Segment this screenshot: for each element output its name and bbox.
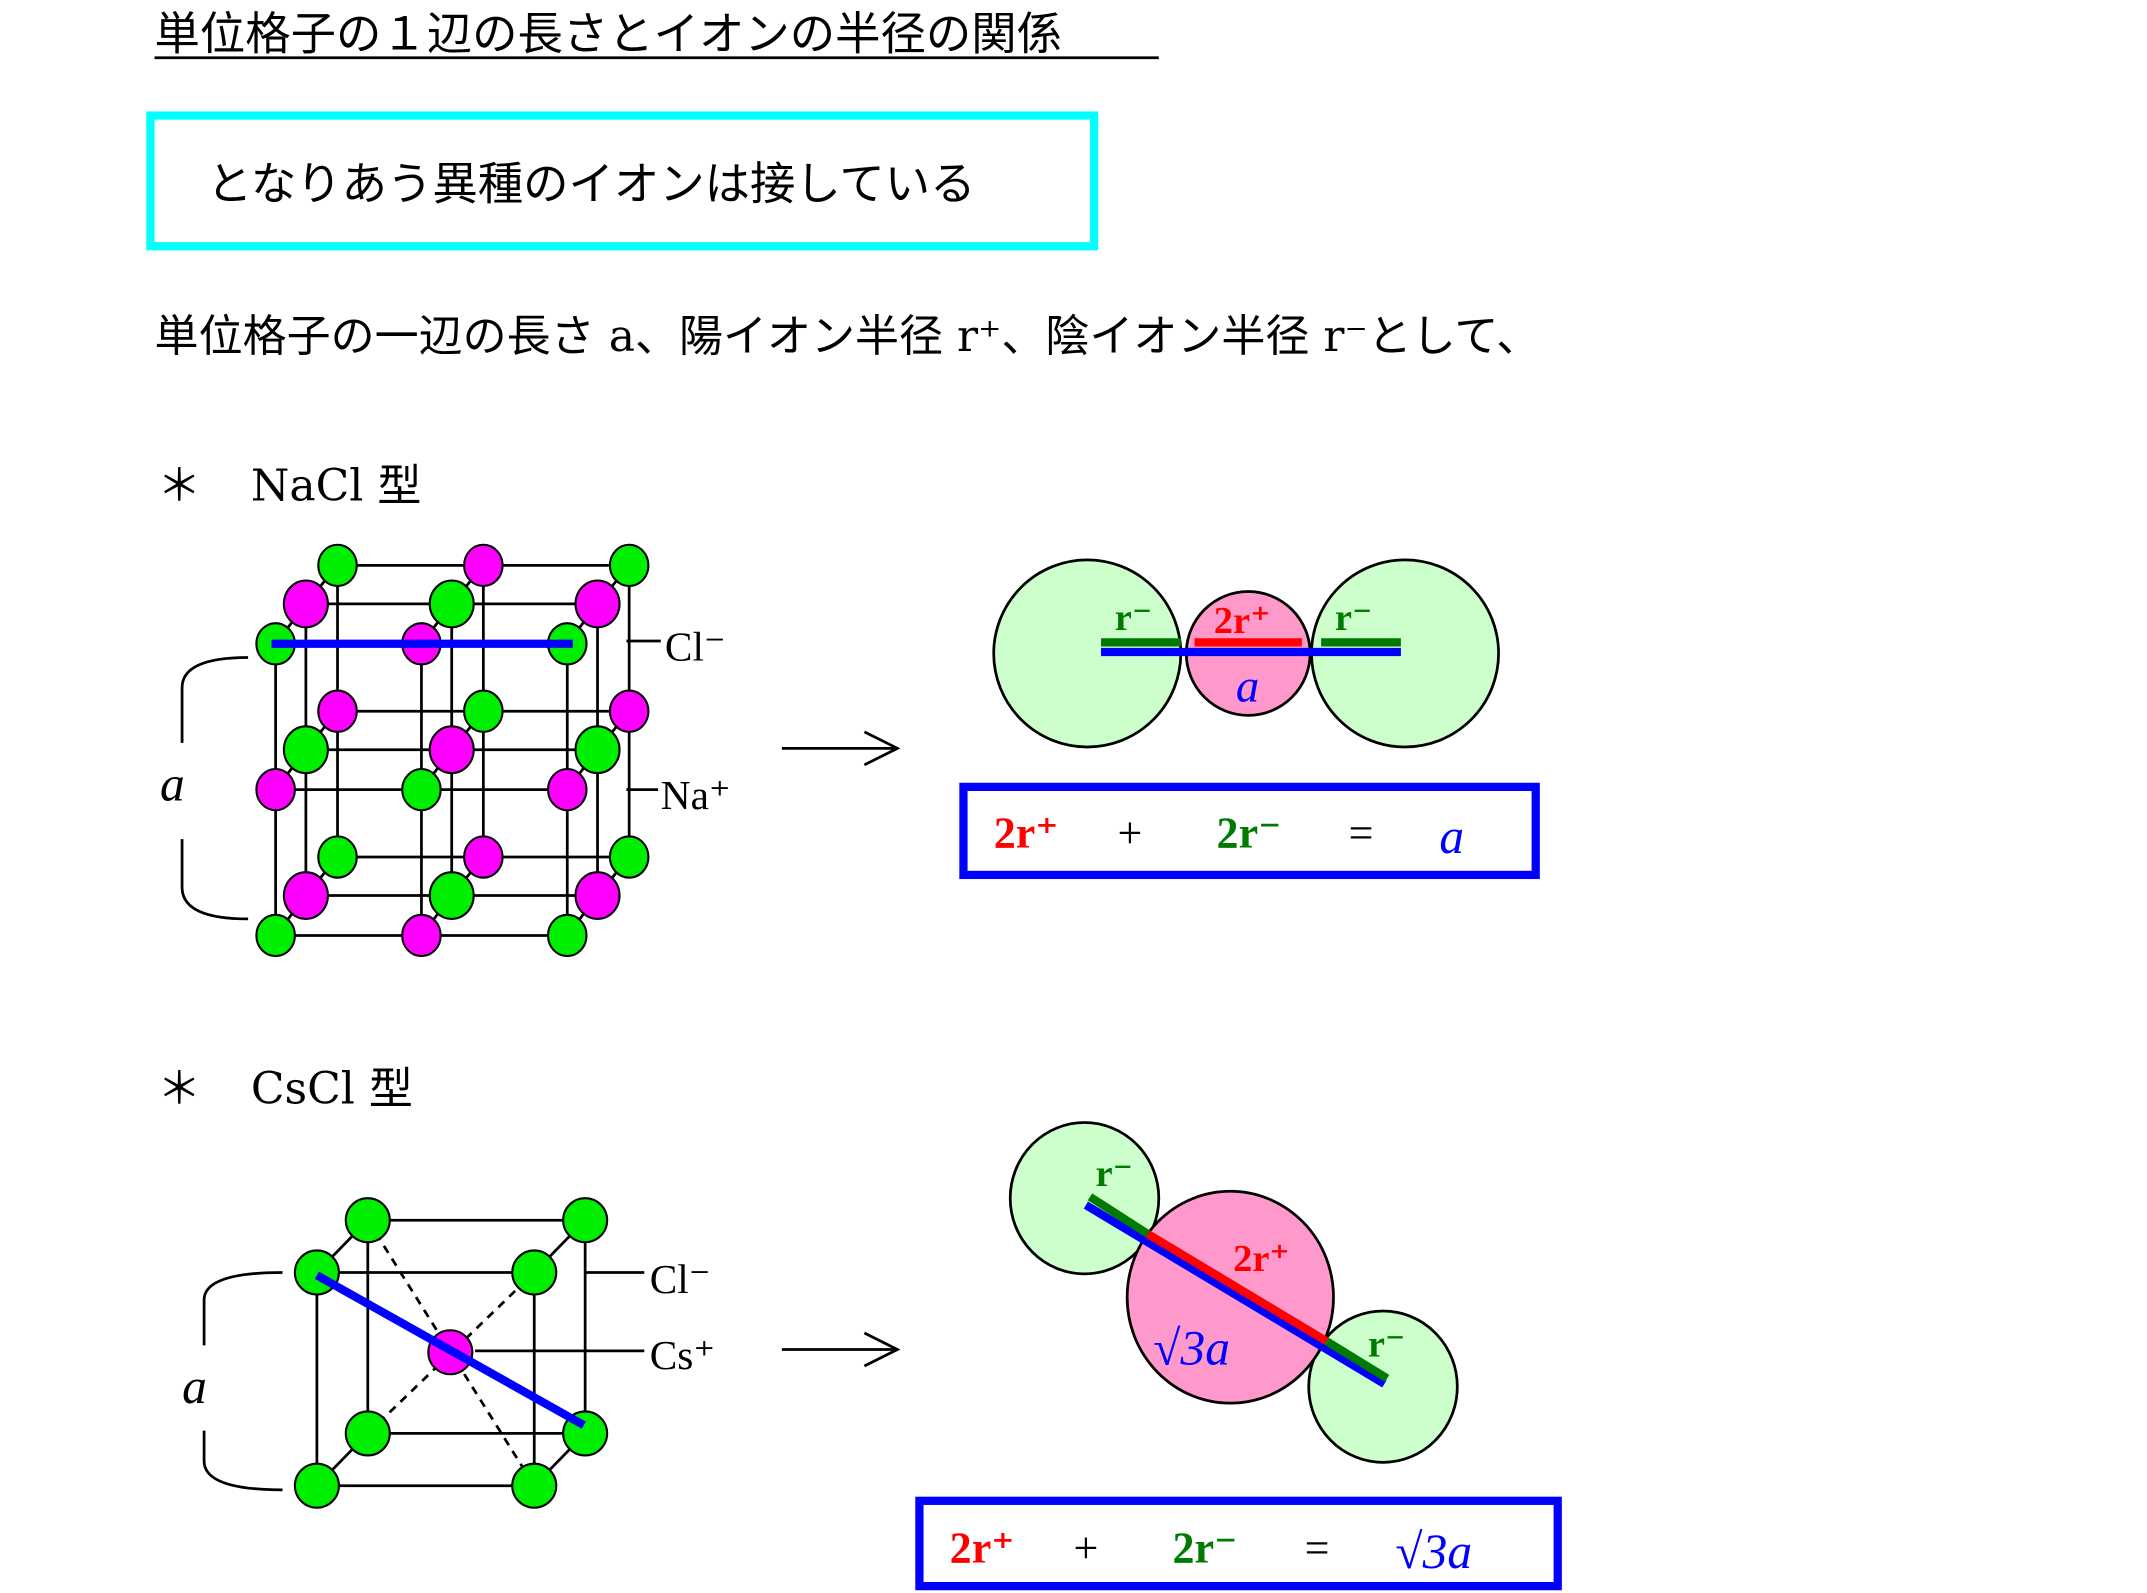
cation-sphere (463, 543, 504, 588)
nacl-ion-contact-diagram: r⁻ 2r⁺ r⁻ a (992, 558, 1500, 749)
eq-term1: 2r⁺ (950, 1524, 1015, 1573)
cation-sphere (282, 871, 329, 920)
cation-circle (1125, 1189, 1335, 1405)
eq-equals: = (1305, 1524, 1330, 1573)
nacl-heading: NaCl 型 (251, 461, 422, 512)
cscl-cation-label: Cs⁺ (650, 1332, 715, 1378)
nacl-arrow-icon (781, 730, 901, 767)
anion-sphere (608, 543, 650, 588)
eq-rhs: √3a (1395, 1524, 1472, 1579)
nacl-label-a: a (160, 757, 185, 812)
r-minus-label: r⁻ (1335, 597, 1372, 639)
cation-sphere (546, 767, 588, 812)
cscl-diagonal-highlight (314, 1271, 586, 1429)
cation-sphere (608, 689, 650, 733)
cation-sphere (282, 579, 329, 629)
key-point-text: となりあう異種のイオンは接している (207, 157, 976, 210)
eq-equals: = (1349, 808, 1374, 857)
length-sqrt3a-label: √3a (1153, 1321, 1230, 1376)
anion-sphere (401, 767, 442, 812)
anion-sphere (511, 1249, 558, 1296)
cation-sphere (401, 913, 442, 958)
anion-sphere (344, 1410, 391, 1457)
length-a-label: a (1236, 661, 1259, 713)
r-minus-label: r⁻ (1368, 1323, 1405, 1365)
anion-sphere (562, 1197, 609, 1244)
eq-rhs: a (1439, 809, 1464, 864)
cscl-heading: CsCl 型 (251, 1063, 413, 1114)
page-title: 単位格子の１辺の長さとイオンの半径の関係 (155, 8, 1063, 61)
two-r-plus-label: 2r⁺ (1233, 1238, 1290, 1280)
eq-term1: 2r⁺ (994, 808, 1059, 857)
cscl-heading-mark: ＊ (157, 1063, 201, 1114)
anion-sphere (255, 913, 296, 958)
anion-sphere (608, 835, 650, 879)
anion-sphere (546, 913, 588, 958)
cation-sphere (255, 767, 296, 812)
anion-sphere (511, 1462, 558, 1509)
anion-sphere (428, 579, 475, 629)
cation-sphere (428, 725, 475, 775)
intro-text: 単位格子の一辺の長さ a、陽イオン半径 r⁺、陰イオン半径 r⁻として、 (155, 311, 1541, 362)
nacl-equation-box: 2r⁺ + 2r⁻ = a (959, 782, 1540, 880)
nacl-heading-mark: ＊ (157, 461, 201, 512)
nacl-cation-label: Na⁺ (661, 772, 731, 818)
two-r-plus-label: 2r⁺ (1214, 600, 1271, 642)
r-minus-label: r⁻ (1096, 1153, 1133, 1195)
anion-sphere (293, 1462, 340, 1509)
anion-sphere (317, 835, 358, 879)
cscl-arrow-icon (781, 1331, 901, 1368)
anion-sphere (574, 725, 621, 775)
eq-term2: 2r⁻ (1217, 808, 1282, 857)
cation-sphere (574, 579, 621, 629)
cation-sphere (463, 835, 504, 879)
cscl-bracket (202, 1271, 283, 1492)
nacl-unit-cell (255, 543, 650, 958)
cscl-equation-box: 2r⁺ + 2r⁻ = √3a (915, 1496, 1562, 1591)
anion-sphere (282, 725, 329, 775)
eq-term2: 2r⁻ (1173, 1524, 1238, 1573)
cation-sphere (574, 871, 621, 920)
eq-plus: + (1118, 808, 1143, 857)
anion-sphere (344, 1197, 391, 1244)
cscl-label-a: a (182, 1359, 207, 1414)
eq-plus: + (1073, 1524, 1098, 1573)
r-minus-label: r⁻ (1115, 597, 1152, 639)
cscl-anion-label: Cl⁻ (650, 1256, 711, 1302)
cscl-ion-contact-diagram: r⁻ 2r⁺ r⁻ √3a (1008, 1121, 1459, 1464)
cation-sphere (317, 689, 358, 733)
anion-sphere (463, 689, 504, 733)
nacl-bracket (180, 656, 249, 921)
anion-sphere (317, 543, 358, 588)
anion-circle (1008, 1121, 1161, 1276)
key-point-box (146, 111, 1099, 251)
nacl-anion-label: Cl⁻ (665, 623, 726, 669)
anion-sphere (428, 871, 475, 920)
